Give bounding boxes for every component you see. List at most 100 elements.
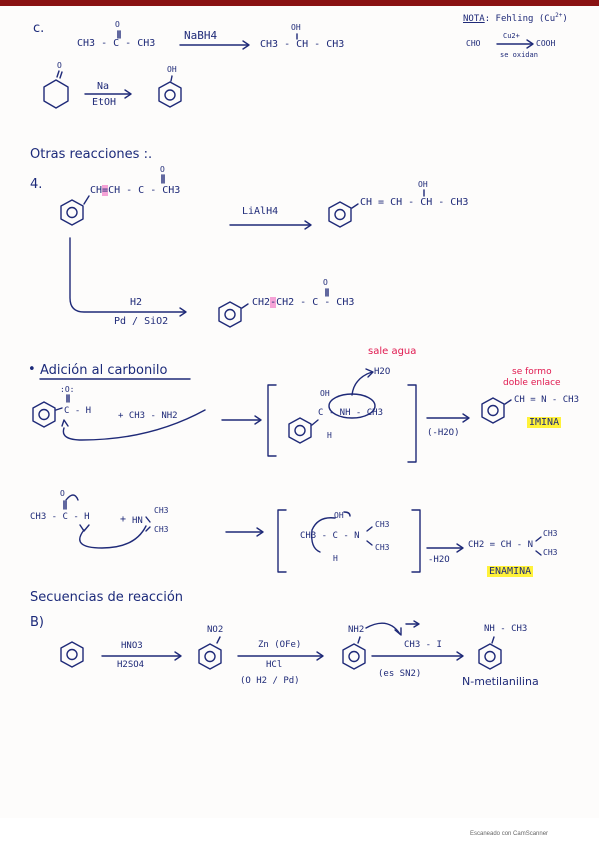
- bracket-left: [267, 384, 277, 457]
- product-alcohol: CH3 - CH - CH3: [260, 39, 345, 50]
- otras-reactant-a: CH: [90, 185, 103, 196]
- otras-product2: CH2-CH2 - C - CH3: [252, 297, 355, 308]
- arrow-h2-pd: [69, 237, 186, 313]
- reagent-nabh4: NaBH4: [184, 29, 218, 42]
- reagent-zn: Zn (OFe): [258, 640, 302, 650]
- product-oh: OH: [291, 23, 301, 32]
- adicion-minus-h2o: (-H2O): [427, 428, 460, 438]
- reagent-h2-pd: (O H2 / Pd): [240, 676, 300, 686]
- bracket-right: [407, 384, 417, 463]
- benzene-ring-start: [60, 641, 84, 668]
- label-enamina-text: ENAMINA: [487, 566, 534, 577]
- reagent-etoh: EtOH: [92, 97, 117, 108]
- nota-text: : Fehling (Cu: [484, 14, 556, 24]
- benzene-ring-imina: [481, 397, 505, 424]
- label-imina-text: IMINA: [527, 417, 562, 428]
- adicion-int-oh: OH: [320, 389, 330, 398]
- otras-product2-dash: -: [270, 297, 277, 308]
- reagent-h2: H2: [130, 297, 143, 308]
- nota-sup: 2+: [555, 12, 563, 19]
- adicion-int-h: H: [327, 431, 332, 440]
- otras-product2-b: CH2 - C - CH3: [276, 297, 355, 308]
- nota-se-oxidan: se oxidan: [500, 51, 538, 59]
- benzene-ring-product1: [328, 201, 352, 228]
- enamina-product-main: CH2 = CH - N: [468, 540, 534, 550]
- reagent-lialh4: LiAlH4: [242, 206, 279, 217]
- label-enamina: ENAMINA: [487, 566, 534, 577]
- annotation-doble-enlace: doble enlace: [503, 378, 561, 388]
- nota-label: NOTA: [463, 14, 485, 24]
- enamina-ch3-b: CH3: [154, 525, 169, 534]
- curved-arrow-proton: [310, 517, 336, 553]
- enamina-int-main: CH3 - C - N: [300, 531, 360, 541]
- adicion-product: CH = N - CH3: [514, 395, 580, 405]
- enamina-product-ch3-a: CH3: [543, 529, 558, 538]
- ketone-o: O: [115, 20, 120, 29]
- cyclohexanone-ring: [43, 79, 69, 109]
- curved-arrow-amine-attack: [79, 525, 147, 549]
- scanner-footer: Escaneado con CamScanner: [470, 831, 549, 837]
- nota-cho: CHO: [466, 39, 481, 48]
- enamina-o-top: O: [60, 489, 65, 498]
- enamina-reactant: CH3 - C - H: [30, 512, 90, 522]
- curved-arrow-carbonyl: [65, 494, 79, 501]
- annotation-sale-agua: sale agua: [368, 346, 417, 357]
- enamina-minus-h2o: -H2O: [428, 555, 450, 565]
- enamina-ch3-a: CH3: [154, 506, 169, 515]
- curved-arrow-water: [351, 371, 373, 396]
- otras-title: Otras reacciones :.: [30, 147, 153, 162]
- reagent-na: Na: [97, 81, 110, 92]
- enamina-int-oh: OH: [334, 511, 344, 520]
- benzene-ring-aniline: [342, 643, 366, 670]
- secuencias-title: Secuencias de reacción: [30, 590, 184, 605]
- reagent-hcl: HCl: [266, 660, 283, 670]
- ketone-formula: CH3 - C - CH3: [77, 38, 156, 49]
- adicion-amine: + CH3 - NH2: [118, 411, 178, 421]
- nota-close: ): [562, 14, 568, 24]
- reagent-ch3i: CH3 - I: [404, 640, 442, 650]
- benzene-ring-intermediate: [288, 417, 312, 444]
- adicion-ald-c: C - H: [64, 406, 92, 416]
- ring-oh: OH: [167, 65, 177, 74]
- otras-reactant-b: CH - C - CH3: [108, 185, 181, 196]
- reagent-h2so4: H2SO4: [117, 660, 145, 670]
- benzene-ring-product-final: [478, 643, 502, 670]
- secuencias-nh2: NH2: [348, 625, 365, 635]
- otras-reactant: CH=CH - C - CH3: [90, 185, 181, 196]
- secuencias-no2: NO2: [207, 625, 224, 635]
- page-bottom-margin: [0, 818, 599, 848]
- otras-product1: CH = CH - CH - CH3: [360, 197, 469, 208]
- bracket-left-2: [277, 509, 287, 573]
- secuencias-product: NH - CH3: [484, 624, 528, 634]
- adicion-ald-o: :O:: [60, 385, 75, 394]
- benzene-ring-nitro: [198, 643, 222, 670]
- enamina-product-ch3-b: CH3: [543, 548, 558, 557]
- otras-o-top: O: [160, 165, 165, 174]
- benzene-ring-benzaldehyde: [32, 401, 56, 428]
- cyclohexanol-ring: [158, 81, 182, 108]
- nota-block: NOTA: Fehling (Cu2+): [463, 13, 568, 24]
- label-imina: IMINA: [527, 417, 562, 428]
- enamina-int-h: H: [333, 554, 338, 563]
- secuencias-label: B): [30, 615, 44, 630]
- otras-reactant-eq: =: [102, 185, 109, 196]
- benzene-ring-reactant: [60, 199, 84, 226]
- adicion-title: Adición al carbonilo: [40, 363, 168, 378]
- reagent-pd-sio2: Pd / SiO2: [114, 316, 169, 327]
- enamina-plus: +: [120, 514, 127, 525]
- secuencias-product-name: N-metilanilina: [462, 675, 539, 688]
- section-c-label: c.: [33, 21, 45, 36]
- otras-oh-top: OH: [418, 180, 428, 189]
- otras-number: 4.: [30, 177, 43, 192]
- bracket-right-2: [411, 509, 421, 573]
- enamina-hn: HN: [132, 516, 143, 526]
- benzene-ring-product2: [218, 301, 242, 328]
- nota-cooh: COOH: [536, 39, 556, 48]
- adicion-int-c: C - NH - CH3: [318, 408, 384, 418]
- enamina-int-ch3-a: CH3: [375, 520, 390, 529]
- enamina-int-ch3-b: CH3: [375, 543, 390, 552]
- curved-arrow-attack: [62, 409, 206, 441]
- otras-o-top2: O: [323, 278, 328, 287]
